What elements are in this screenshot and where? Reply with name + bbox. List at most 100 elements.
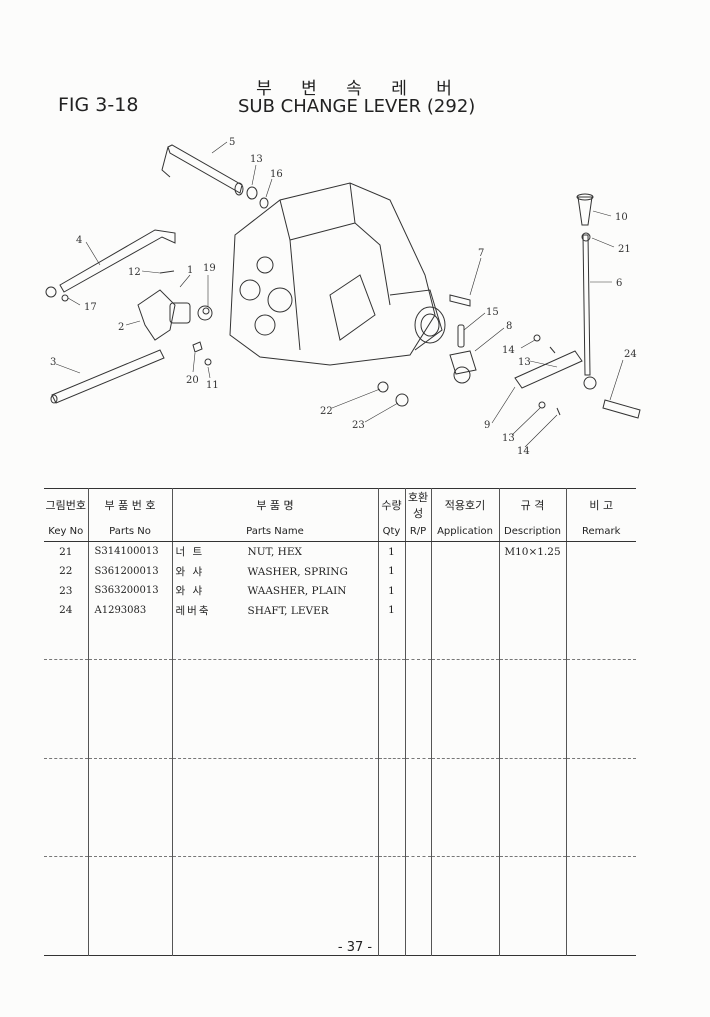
header-key: Key No bbox=[44, 521, 88, 542]
empty-row bbox=[44, 718, 636, 738]
page-number: - 37 - bbox=[337, 940, 373, 955]
empty-row bbox=[44, 817, 636, 837]
description bbox=[498, 600, 566, 620]
key-no: 23 bbox=[59, 584, 73, 597]
callout-1: 1 bbox=[187, 265, 193, 276]
empty-row bbox=[44, 896, 636, 916]
key-no: 21 bbox=[59, 545, 73, 558]
header-partno: Parts No bbox=[87, 521, 172, 542]
table-row: 22 S361200013 와 샤 WASHER, SPRING 1 bbox=[44, 561, 636, 581]
header-description-ko: 규 격 bbox=[498, 488, 566, 521]
part-no: S363200013 bbox=[87, 581, 172, 601]
callout-9: 9 bbox=[484, 420, 490, 431]
application bbox=[430, 541, 499, 562]
qty: 1 bbox=[377, 541, 405, 562]
remark bbox=[565, 561, 636, 581]
remark bbox=[565, 541, 636, 562]
description bbox=[498, 561, 566, 581]
empty-row bbox=[44, 935, 636, 955]
callout-15: 15 bbox=[486, 307, 499, 318]
empty-row bbox=[44, 778, 636, 798]
callout-6: 6 bbox=[616, 278, 622, 289]
part-name-ko: 너 트 bbox=[175, 546, 205, 559]
part-name-ko: 레버축 bbox=[175, 604, 211, 617]
rp bbox=[404, 541, 431, 562]
header-partno-ko: 부 품 번 호 bbox=[87, 488, 172, 521]
empty-row bbox=[44, 620, 636, 640]
parts-table: 그림번호 부 품 번 호 부 품 명 수량 호환성 적용호기 규 격 비 고 K… bbox=[44, 488, 636, 956]
callout-22: 22 bbox=[320, 406, 333, 417]
table-row: 21 S314100013 너 트 NUT, HEX 1 M10×1.25 bbox=[44, 541, 636, 562]
callout-20: 20 bbox=[186, 375, 199, 386]
callout-4: 4 bbox=[76, 235, 82, 246]
part-name-en: WASHER, SPRING bbox=[247, 565, 348, 578]
callout-13: 13 bbox=[250, 154, 263, 165]
title-english: SUB CHANGE LEVER (292) bbox=[238, 96, 476, 117]
remark bbox=[565, 600, 636, 620]
header-rp-ko: 호환성 bbox=[404, 488, 431, 521]
part-name-en: NUT, HEX bbox=[247, 546, 302, 559]
empty-row bbox=[44, 639, 636, 660]
header-description: Description bbox=[498, 521, 566, 542]
qty: 1 bbox=[377, 581, 405, 601]
header-row-english: Key No Parts No Parts Name Qty R/P Appli… bbox=[44, 521, 636, 542]
rp bbox=[404, 600, 431, 620]
part-name-ko: 와 샤 bbox=[175, 585, 205, 598]
empty-row bbox=[44, 699, 636, 719]
part-no: S314100013 bbox=[87, 541, 172, 562]
header-name-ko: 부 품 명 bbox=[171, 488, 378, 521]
rp bbox=[404, 581, 431, 601]
callout-10: 10 bbox=[615, 212, 628, 223]
part-name-cell: 너 트 NUT, HEX bbox=[171, 541, 378, 562]
callout-14: 14 bbox=[502, 345, 515, 356]
callout-2: 2 bbox=[118, 322, 124, 333]
header-application: Application bbox=[430, 521, 499, 542]
part-no: S361200013 bbox=[87, 561, 172, 581]
callout-24: 24 bbox=[624, 349, 637, 360]
title-korean: 부 변 속 레 버 bbox=[256, 79, 464, 99]
callout-16: 16 bbox=[270, 169, 283, 180]
callout-7: 7 bbox=[478, 248, 484, 259]
part-name-ko: 와 샤 bbox=[175, 565, 205, 578]
part-name-cell: 와 샤 WAASHER, PLAIN bbox=[171, 581, 378, 601]
empty-row bbox=[44, 758, 636, 778]
application bbox=[430, 561, 499, 581]
part-name-en: WAASHER, PLAIN bbox=[247, 585, 347, 598]
header-remark: Remark bbox=[565, 521, 636, 542]
header-application-ko: 적용호기 bbox=[430, 488, 499, 521]
callout-13: 13 bbox=[502, 433, 515, 444]
header-qty: Qty bbox=[377, 521, 405, 542]
qty: 1 bbox=[377, 600, 405, 620]
callout-3: 3 bbox=[50, 357, 56, 368]
header-key-ko: 그림번호 bbox=[45, 499, 86, 512]
header-remark-ko: 비 고 bbox=[565, 488, 636, 521]
key-no: 22 bbox=[59, 565, 73, 578]
callout-12: 12 bbox=[128, 267, 141, 278]
callout-19: 19 bbox=[203, 263, 216, 274]
empty-row bbox=[44, 856, 636, 877]
figure-label: FIG 3-18 bbox=[58, 94, 139, 116]
empty-row bbox=[44, 679, 636, 699]
qty: 1 bbox=[377, 561, 405, 581]
header-name: Parts Name bbox=[171, 521, 378, 542]
callout-11: 11 bbox=[206, 380, 219, 391]
application bbox=[430, 600, 499, 620]
part-name-en: SHAFT, LEVER bbox=[247, 604, 329, 617]
description: M10×1.25 bbox=[498, 541, 566, 562]
empty-row bbox=[44, 738, 636, 759]
empty-row bbox=[44, 797, 636, 817]
rp bbox=[404, 561, 431, 581]
part-name-cell: 와 샤 WASHER, SPRING bbox=[171, 561, 378, 581]
header-rp: R/P bbox=[404, 521, 431, 542]
header-row-korean: 그림번호 부 품 번 호 부 품 명 수량 호환성 적용호기 규 격 비 고 bbox=[44, 488, 636, 521]
callout-21: 21 bbox=[618, 244, 631, 255]
empty-row bbox=[44, 915, 636, 935]
table-row: 23 S363200013 와 샤 WAASHER, PLAIN 1 bbox=[44, 581, 636, 601]
callout-5: 5 bbox=[229, 137, 235, 148]
remark bbox=[565, 581, 636, 601]
key-no: 24 bbox=[59, 604, 73, 617]
exploded-parts-diagram: 5 13 16 4 12 1 19 2 3 20 11 17 7 15 8 14… bbox=[45, 137, 641, 457]
description bbox=[498, 581, 566, 601]
header-qty-ko: 수량 bbox=[377, 488, 405, 521]
part-no: A1293083 bbox=[87, 600, 172, 620]
